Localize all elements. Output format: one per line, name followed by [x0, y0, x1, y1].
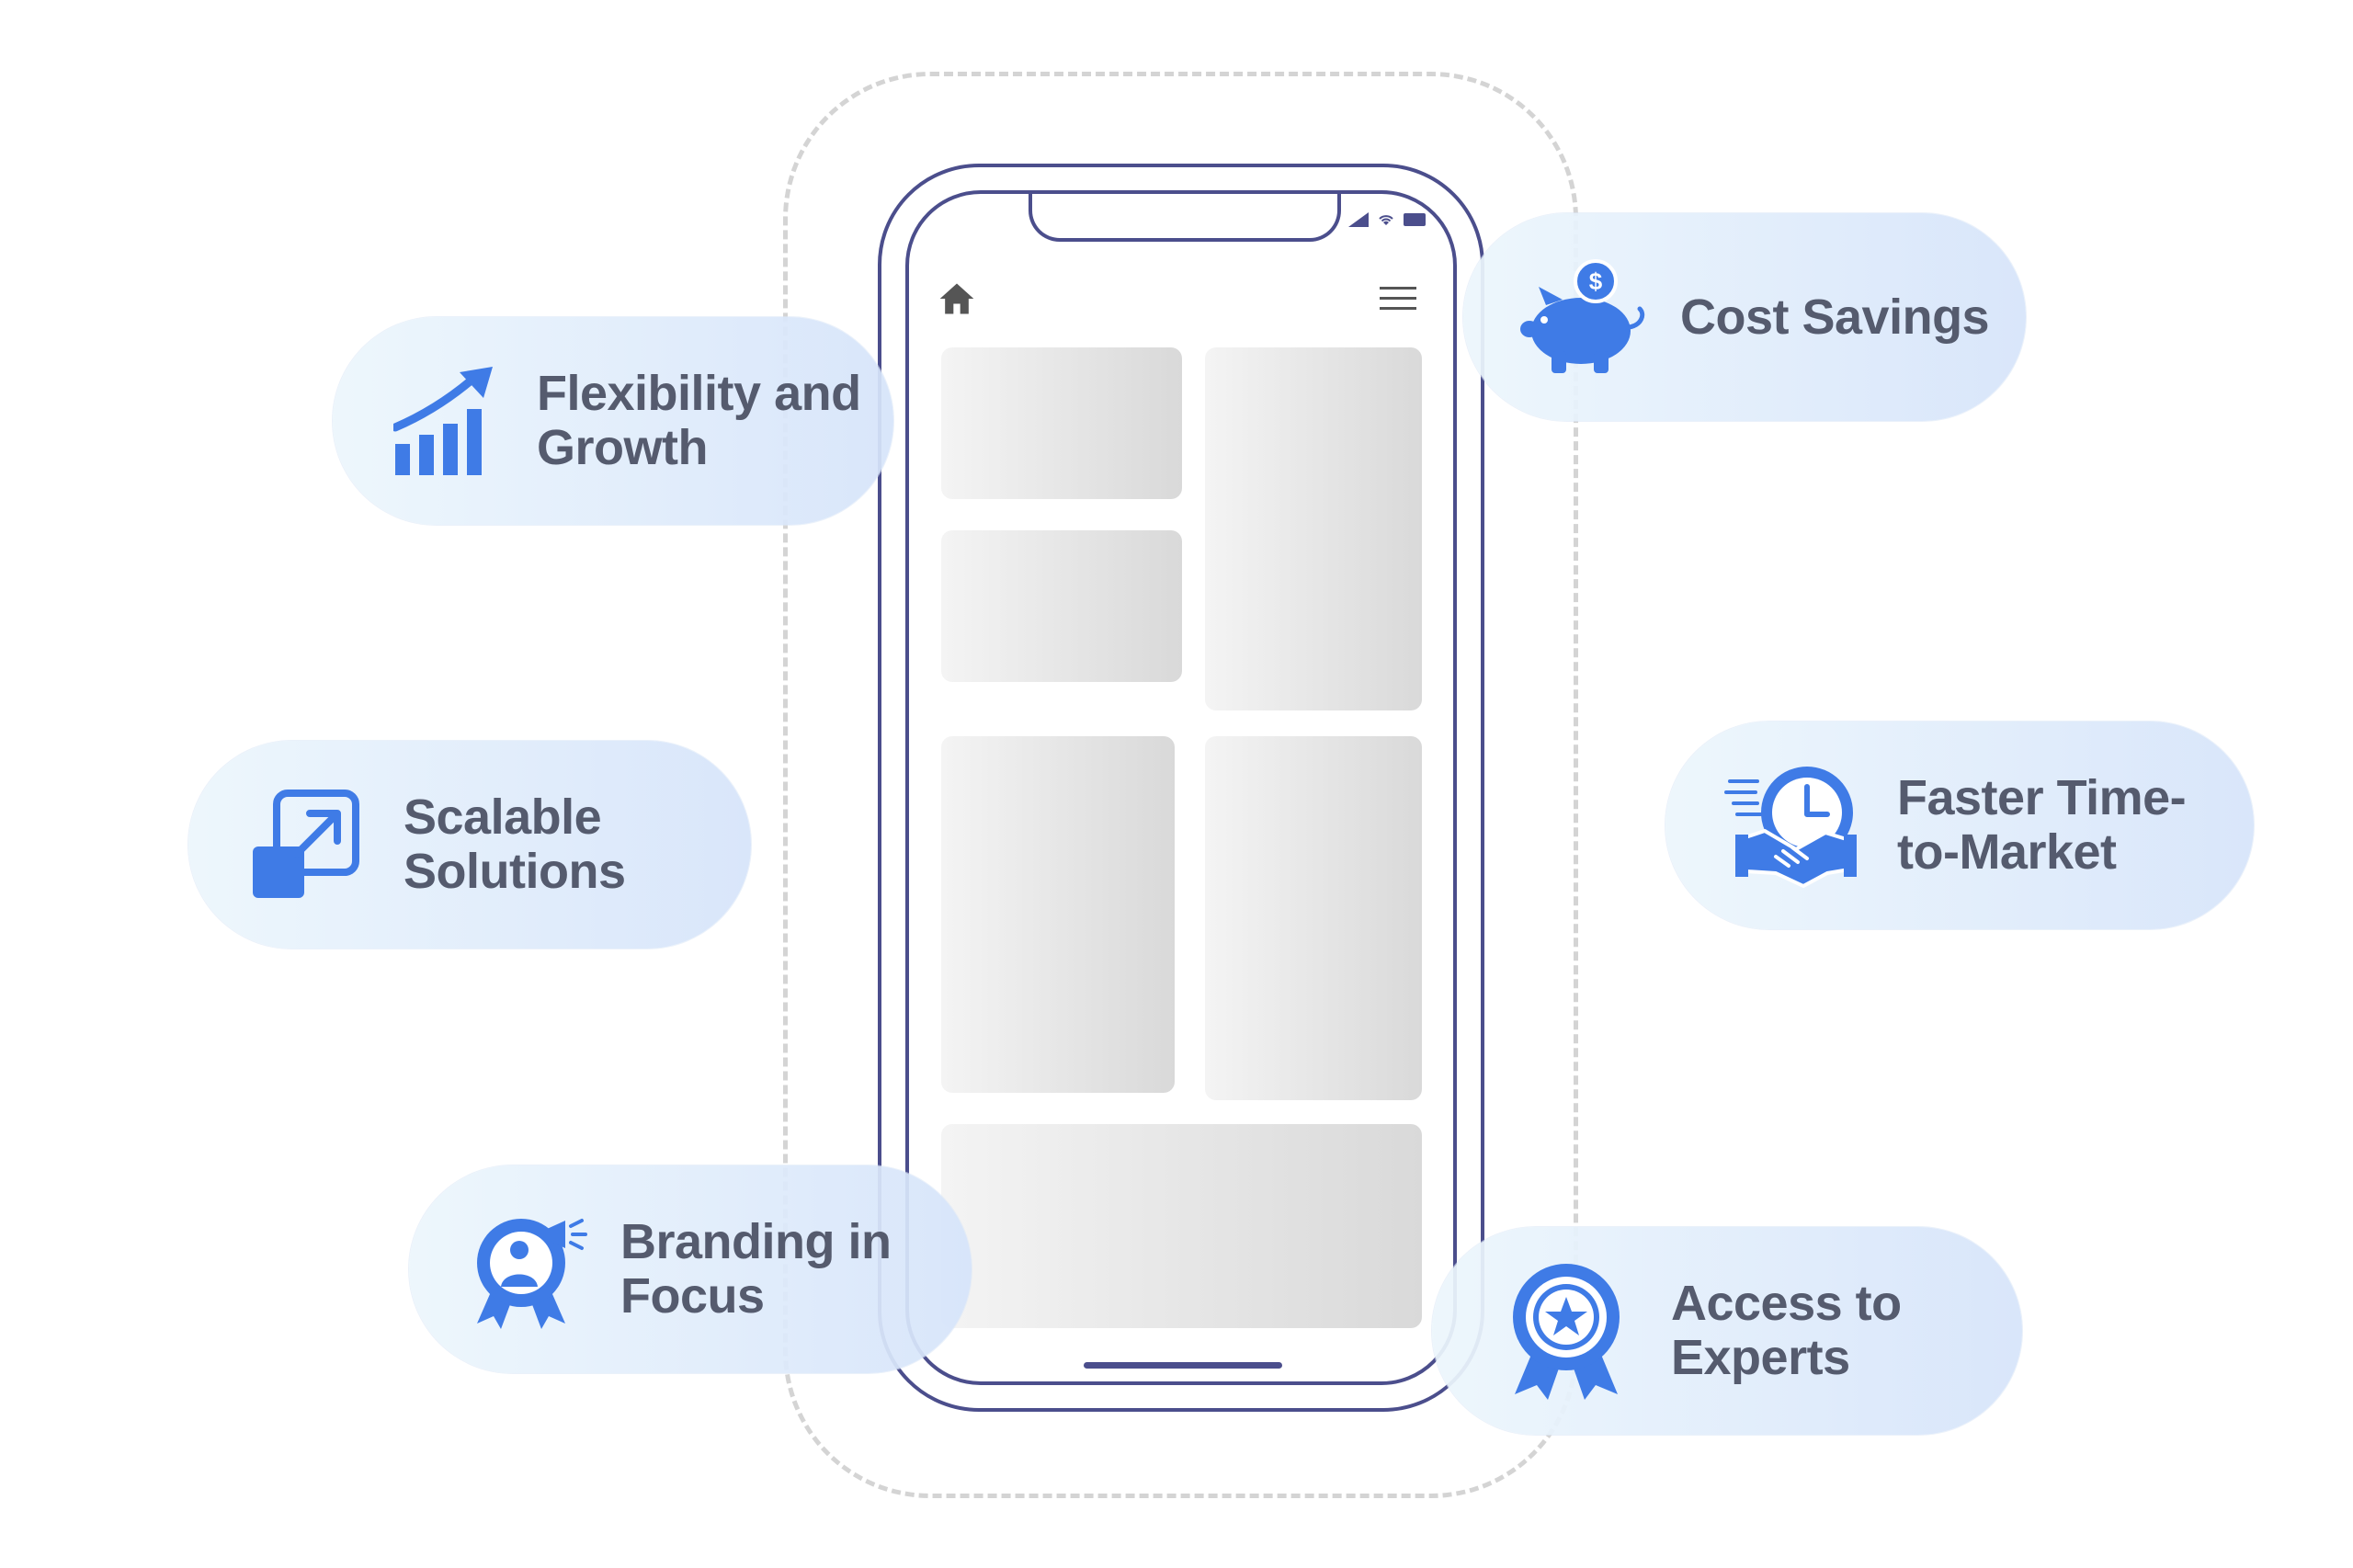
feature-label-line: Growth [537, 420, 708, 475]
feature-label-line: Branding in [620, 1214, 892, 1269]
feature-flexibility-growth: Flexibility and Growth [333, 317, 893, 525]
feature-label: Flexibility and Growth [537, 367, 861, 475]
feature-branding-focus: Branding in Focus [409, 1165, 972, 1373]
feature-label-line: Experts [1671, 1330, 1850, 1385]
award-ribbon-icon [1513, 1264, 1620, 1400]
phone-outer-frame [878, 164, 1484, 1412]
branding-badge-icon [477, 1219, 587, 1329]
feature-label-line: to-Market [1897, 824, 2117, 880]
feature-label: Cost Savings [1680, 289, 1990, 345]
feature-label-line: Flexibility and [537, 366, 861, 421]
home-indicator [1084, 1362, 1282, 1369]
feature-label-line: Cost Savings [1680, 289, 1990, 345]
status-bar [1348, 212, 1426, 227]
wifi-icon [1378, 213, 1394, 226]
phone-screen [905, 190, 1457, 1385]
feature-label: Branding in Focus [620, 1214, 892, 1324]
svg-text:$: $ [1589, 267, 1603, 295]
hamburger-menu-icon[interactable] [1380, 284, 1416, 313]
content-card [941, 1124, 1422, 1328]
content-card [941, 347, 1182, 499]
feature-cost-savings: $ Cost Savings [1463, 213, 2026, 421]
battery-icon [1404, 213, 1426, 226]
content-card [941, 530, 1182, 682]
feature-label: Faster Time- to-Market [1897, 770, 2187, 880]
piggy-bank-icon: $ [1520, 259, 1645, 373]
content-card [1205, 736, 1422, 1100]
feature-label: Scalable Solutions [404, 790, 626, 899]
clock-handshake-icon [1724, 767, 1857, 888]
content-card [1205, 347, 1422, 710]
content-card [941, 736, 1175, 1093]
growth-chart-icon [393, 367, 493, 475]
feature-label-line: Faster Time- [1897, 770, 2187, 825]
signal-icon [1348, 212, 1369, 227]
feature-label: Access to Experts [1671, 1277, 1902, 1385]
feature-access-to-experts: Access to Experts [1432, 1227, 2022, 1435]
scale-up-icon [253, 790, 359, 898]
phone-notch [1029, 194, 1341, 242]
feature-label-line: Focus [620, 1268, 765, 1324]
home-icon[interactable] [937, 278, 977, 319]
feature-scalable-solutions: Scalable Solutions [188, 741, 751, 949]
feature-label-line: Access to [1671, 1276, 1902, 1331]
feature-label-line: Scalable [404, 790, 602, 845]
feature-label-line: Solutions [404, 844, 626, 899]
feature-faster-time-to-market: Faster Time- to-Market [1665, 722, 2254, 929]
dashed-frame [783, 72, 1578, 1498]
